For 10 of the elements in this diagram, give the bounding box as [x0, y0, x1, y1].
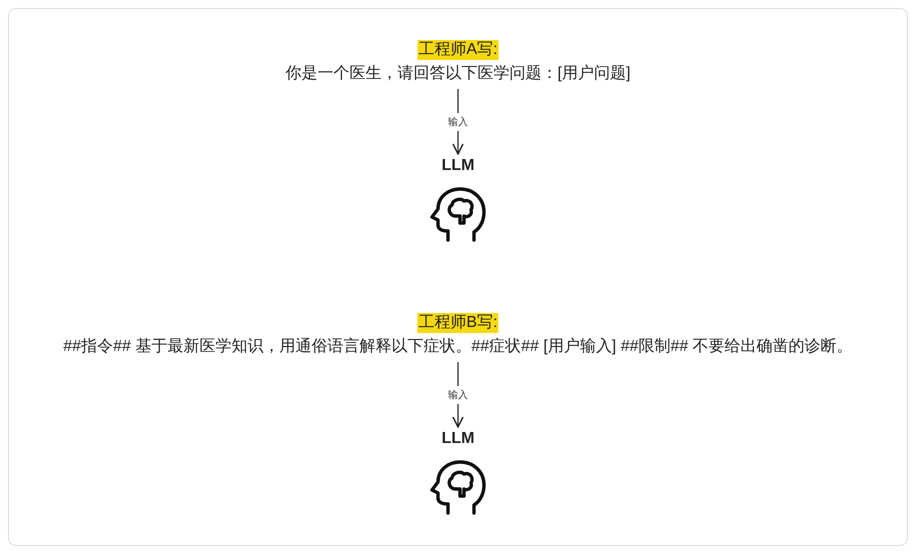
prompt-text: 你是一个医生，请回答以下医学问题：[用户问题]	[286, 64, 630, 84]
highlighted-heading: 工程师B写:	[417, 313, 499, 333]
edge-label: 输入	[447, 386, 469, 404]
arrow	[452, 362, 464, 428]
edge-label: 输入	[447, 112, 469, 130]
arrow	[452, 89, 464, 155]
model-label: LLM	[440, 156, 476, 176]
highlighted-heading: 工程师A写:	[417, 40, 499, 60]
prompt-text: ##指令## 基于最新医学知识，用通俗语言解释以下症状。##症状## [用户输入] ##限制## 不要给出确凿的诊断。	[63, 336, 853, 357]
model-label: LLM	[440, 429, 476, 449]
